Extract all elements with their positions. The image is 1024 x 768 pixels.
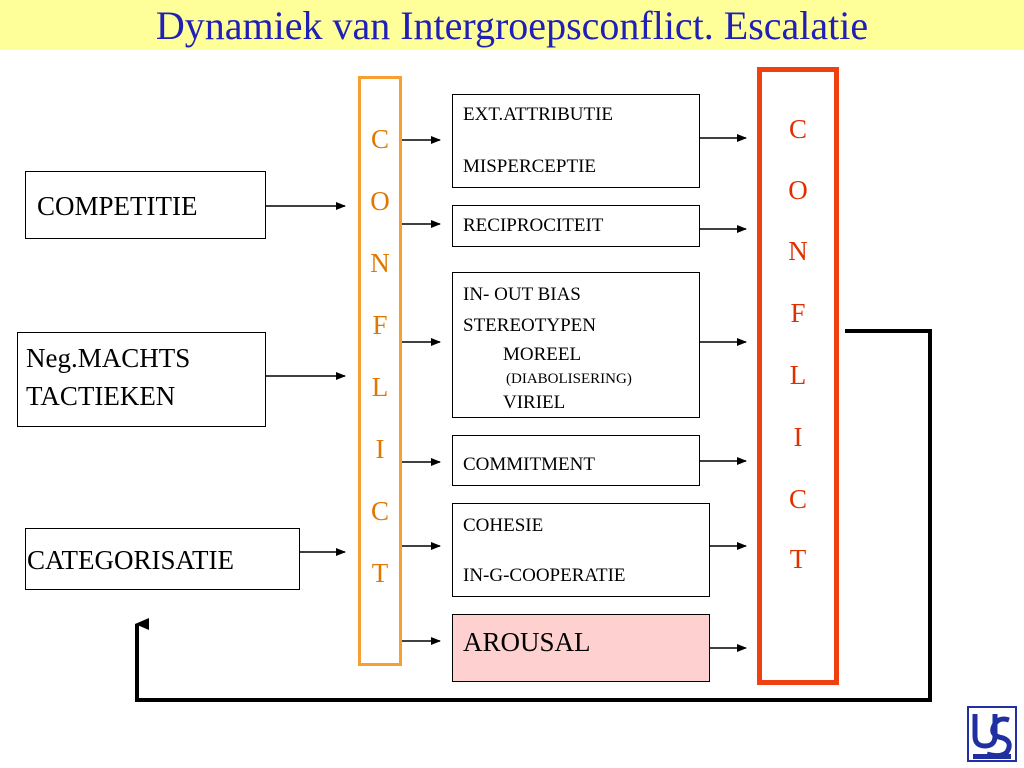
left-conflict-letter: F [372, 310, 388, 340]
right-conflict-letter: L [789, 360, 807, 390]
machts-tactieken-box: Neg.MACHTS TACTIEKEN [17, 332, 266, 427]
stereotypen-label: STEREOTYPEN [463, 315, 596, 336]
right-conflict-letter: O [788, 175, 808, 205]
right-conflict-letter: T [789, 544, 807, 574]
title-bar [0, 0, 1024, 50]
cohesie-box: COHESIE IN-G-COOPERATIE [452, 503, 710, 597]
ext-attributie-box: EXT.ATTRIBUTIE MISPERCEPTIE [452, 94, 700, 188]
left-conflict-letter: I [375, 434, 385, 464]
right-conflict-letter: I [793, 422, 803, 452]
categorisatie-box: CATEGORISATIE [25, 528, 300, 590]
diabolisering-label: (DIABOLISERING) [506, 371, 632, 387]
reciprociteit-box: RECIPROCITEIT [452, 205, 700, 247]
arousal-label: AROUSAL [463, 627, 591, 657]
in-out-bias-label: IN- OUT BIAS [463, 284, 581, 305]
in-g-cooperatie-label: IN-G-COOPERATIE [463, 565, 626, 586]
competitie-box: COMPETITIE [25, 171, 266, 239]
ext-attributie-label: EXT.ATTRIBUTIE [463, 104, 614, 125]
misperceptie-label: MISPERCEPTIE [463, 156, 597, 177]
right-conflict-letter: C [788, 114, 807, 144]
right-conflict-letter: N [788, 236, 808, 266]
left-conflict-letter: N [370, 248, 390, 278]
right-conflict-box: C O N F L I C T [757, 67, 839, 685]
arousal-box: AROUSAL [452, 614, 710, 682]
in-out-bias-box: IN- OUT BIAS STEREOTYPEN MOREEL (DIABOLI… [452, 272, 700, 418]
commitment-label: COMMITMENT [463, 454, 595, 475]
left-conflict-letter: C [370, 124, 389, 154]
categorisatie-label: CATEGORISATIE [27, 545, 234, 575]
right-conflict-letter: F [790, 298, 806, 328]
left-conflict-letter: L [371, 372, 389, 402]
left-conflict-box: C O N F L I C T [358, 76, 402, 666]
cohesie-label: COHESIE [463, 515, 544, 536]
machts-label-line2: TACTIEKEN [26, 381, 176, 411]
viriel-label: VIRIEL [503, 392, 566, 413]
right-conflict-letter: C [788, 484, 807, 514]
moreel-label: MOREEL [503, 344, 582, 365]
university-logo-icon [967, 706, 1017, 762]
feedback-loop [135, 329, 932, 702]
commitment-box: COMMITMENT [452, 435, 700, 486]
left-conflict-letter: C [370, 496, 389, 526]
left-conflict-letter: O [370, 186, 390, 216]
reciprociteit-label: RECIPROCITEIT [463, 215, 604, 236]
competitie-label: COMPETITIE [37, 191, 198, 221]
page-title: Dynamiek van Intergroepsconflict. Escala… [155, 3, 869, 48]
machts-label-line1: Neg.MACHTS [26, 343, 191, 373]
left-conflict-letter: T [371, 558, 389, 588]
